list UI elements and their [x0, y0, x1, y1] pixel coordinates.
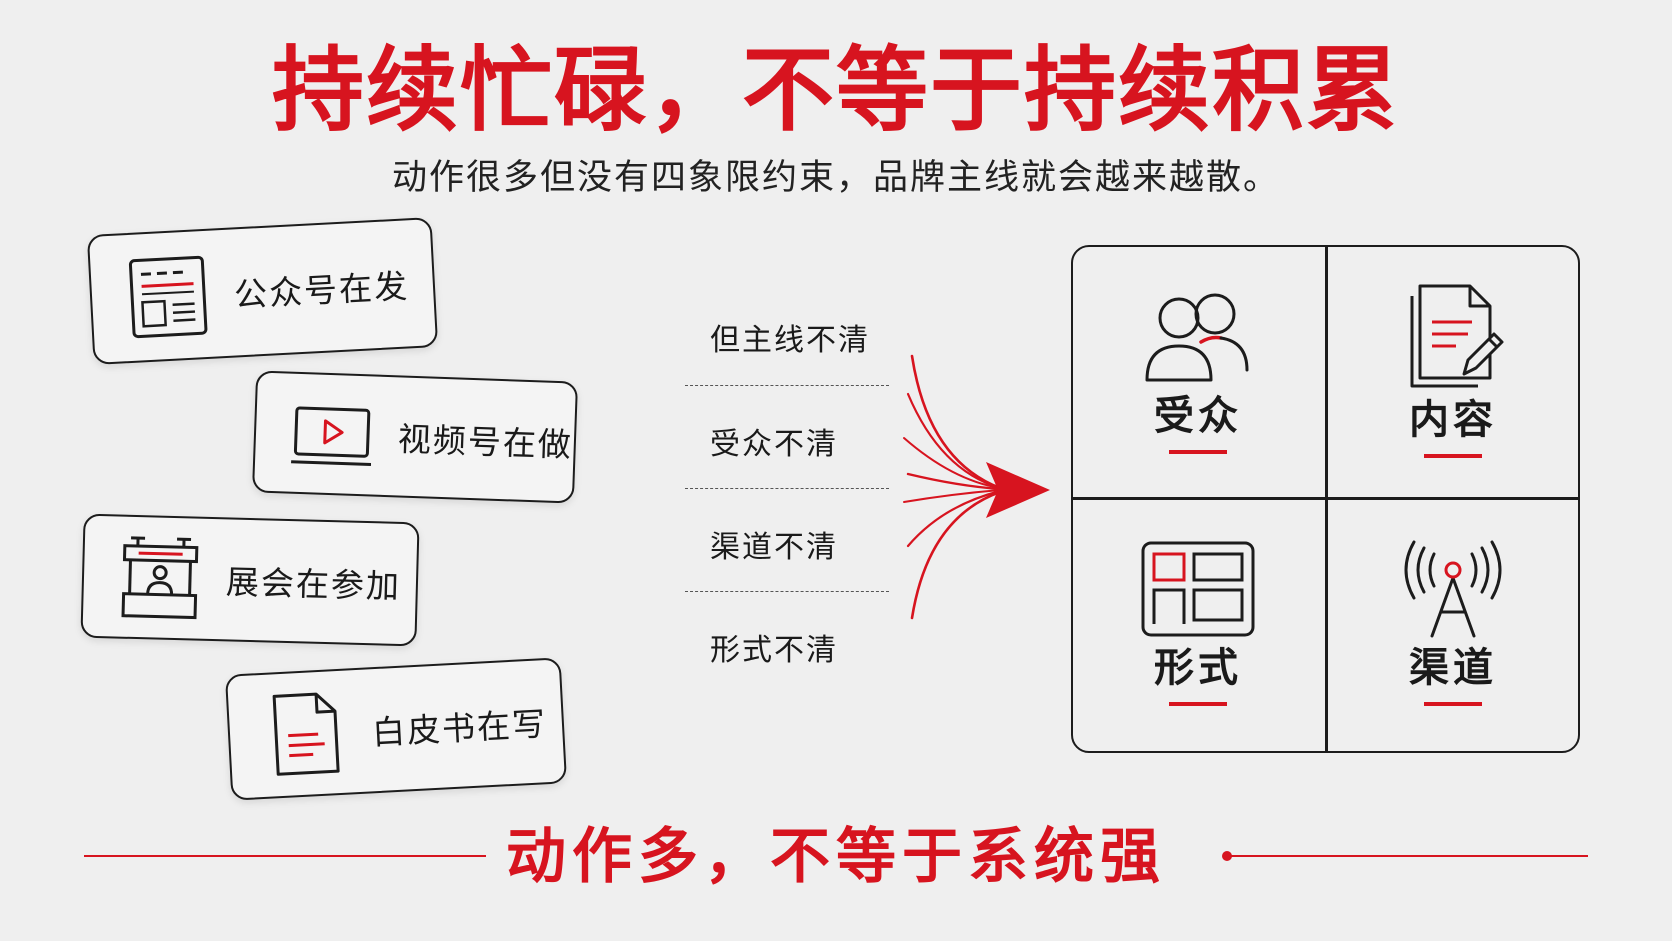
footer-slogan: 动作多，不等于系统强 — [0, 822, 1672, 892]
footer-line-left — [84, 855, 494, 857]
footer-dot-right — [1222, 851, 1232, 861]
dashed-divider — [685, 591, 889, 592]
activity-label: 公众号在发 — [233, 266, 410, 315]
footer-line-right — [1228, 855, 1588, 857]
quadrant-underline — [1424, 702, 1482, 706]
activity-card-video-channel: 视频号在做 — [251, 370, 579, 504]
activity-card-wechat-official: 公众号在发 — [86, 217, 439, 365]
page-subtitle: 动作很多但没有四象限约束，品牌主线就会越来越散。 — [391, 158, 1280, 198]
quadrant-content: 内容 — [1326, 282, 1580, 458]
people-icon — [1145, 293, 1249, 382]
page-title: 持续忙碌，不等于持续积累 — [271, 37, 1400, 144]
converging-arrow-icon — [903, 354, 1050, 620]
quadrant-underline — [1424, 454, 1482, 458]
newspaper-icon — [128, 255, 208, 339]
broadcast-tower-icon — [1404, 540, 1502, 638]
quadrant-channel: 渠道 — [1326, 540, 1580, 706]
quadrant-underline — [1169, 450, 1227, 454]
activity-label: 视频号在做 — [397, 419, 574, 465]
video-play-icon — [291, 406, 372, 466]
quadrant-label: 内容 — [1409, 397, 1497, 443]
activity-label: 白皮书在写 — [371, 704, 548, 753]
problem-label: 但主线不清 — [710, 323, 870, 358]
quadrant-label: 形式 — [1154, 645, 1242, 691]
document-icon — [272, 692, 340, 776]
activity-label: 展会在参加 — [225, 562, 402, 606]
activity-card-whitepaper: 白皮书在写 — [224, 657, 568, 801]
dashed-divider — [685, 385, 889, 386]
quadrant-label: 渠道 — [1409, 645, 1497, 691]
exhibition-booth-icon — [121, 536, 199, 620]
problem-label: 渠道不清 — [710, 530, 838, 565]
footer-slogan-text: 动作多，不等于系统强 — [486, 822, 1186, 892]
quadrant-audience: 受众 — [1071, 290, 1325, 454]
quadrant-underline — [1169, 702, 1227, 706]
dashed-divider — [685, 488, 889, 489]
activity-card-exhibition: 展会在参加 — [80, 513, 420, 647]
problem-label: 受众不清 — [710, 427, 838, 462]
quadrant-label: 受众 — [1154, 393, 1242, 439]
layout-grid-icon — [1141, 541, 1255, 637]
quadrant-format: 形式 — [1071, 540, 1325, 706]
problem-label: 形式不清 — [710, 633, 838, 668]
document-edit-icon — [1410, 284, 1504, 388]
grid-divider-horizontal — [1072, 497, 1579, 500]
